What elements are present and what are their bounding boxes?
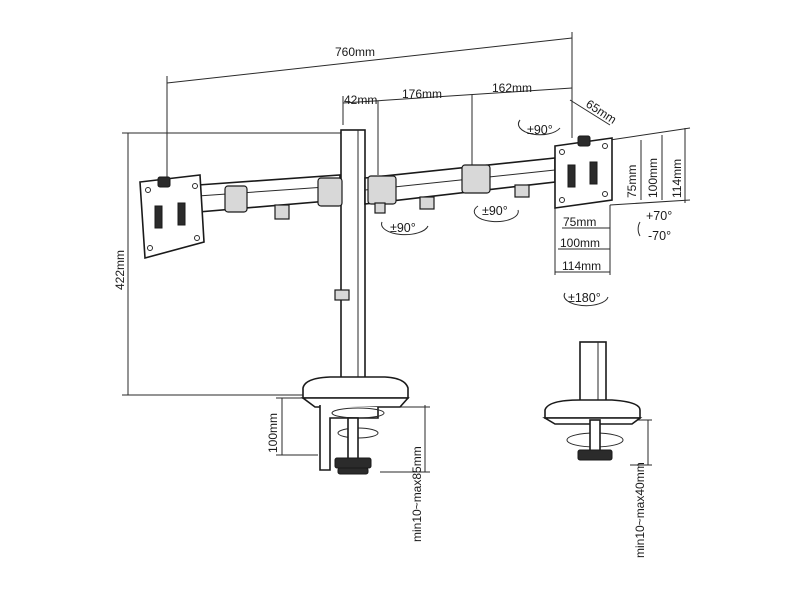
label-tilt-up: +70° — [646, 209, 672, 223]
grommet-inset — [542, 341, 643, 461]
label-vesa-100-h: 100mm — [646, 158, 660, 198]
label-rotate: ±180° — [568, 291, 601, 305]
label-swivel-top: ±90° — [527, 123, 553, 137]
label-clamp-height: 100mm — [266, 413, 280, 453]
rotation-labels: ±90° ±90° ±90° +70° -70° ±180° — [390, 123, 672, 305]
label-pole-height: 422mm — [113, 250, 127, 290]
dimension-labels: 760mm 42mm 176mm 162mm 65mm 75mm 100mm 1… — [113, 45, 684, 558]
label-grommet-range: min10~max40mm — [633, 462, 647, 558]
label-swivel-arm-1: ±90° — [390, 221, 416, 235]
label-arm-offset: 42mm — [344, 93, 377, 107]
label-plate-depth: 65mm — [583, 97, 619, 127]
label-plate-114-w: 114mm — [562, 259, 601, 273]
label-tilt-down: -70° — [648, 229, 671, 243]
label-clamp-range: min10~max85mm — [410, 446, 424, 542]
label-vesa-75-h: 75mm — [625, 165, 639, 198]
pole — [334, 129, 366, 393]
rotation-arrows — [381, 119, 641, 307]
label-plate-114-h: 114mm — [670, 159, 684, 198]
left-vesa-plate — [139, 174, 205, 260]
desk-clamp — [300, 376, 410, 475]
left-arm — [197, 174, 343, 220]
label-arm-segment-1: 176mm — [402, 87, 442, 101]
right-vesa-plate — [554, 135, 613, 209]
label-vesa-100-w: 100mm — [560, 236, 600, 250]
label-total-width: 760mm — [335, 45, 375, 59]
label-arm-segment-2: 162mm — [492, 81, 532, 95]
label-vesa-75-w: 75mm — [563, 215, 596, 229]
right-arm — [364, 157, 556, 214]
label-swivel-arm-2: ±90° — [482, 204, 508, 218]
